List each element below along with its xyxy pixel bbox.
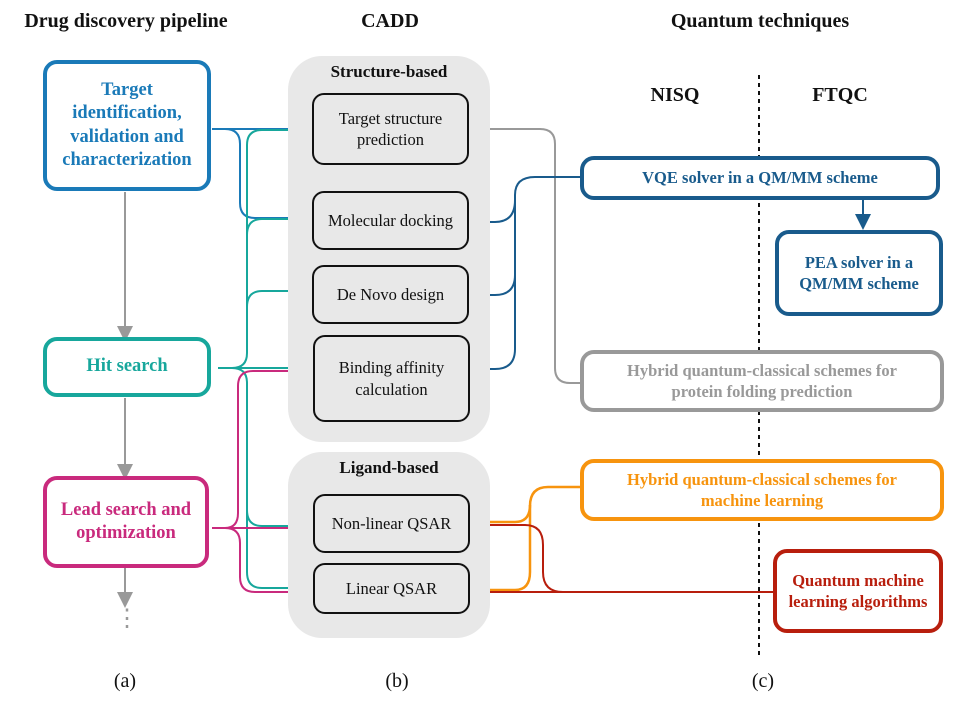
caption-b: (b) [385,670,409,692]
wire-orange [469,485,580,592]
nisq-heading: NISQ [650,84,700,106]
cadd-item-linear-qsar: Linear QSAR [313,563,470,614]
cadd-item-de-novo: De Novo design [312,265,469,324]
caption-c: (c) [751,670,775,692]
quantum-heading: Quantum techniques [670,10,850,32]
quantum-pea: PEA solver in a QM/MM scheme [775,230,943,316]
cadd-item-binding-affinity: Binding affinity calculation [313,335,470,422]
quantum-protein-folding: Hybrid quantum-classical schemes for pro… [580,350,944,412]
quantum-qml: Quantum machine learning algorithms [773,549,943,633]
quantum-hybrid-ml: Hybrid quantum-classical schemes for mac… [580,459,944,521]
wire-hit [218,129,312,589]
cadd-item-nonlinear-qsar: Non-linear QSAR [313,494,470,553]
pipeline-continuation-icon: ⋮ [115,606,139,632]
pipeline-step-hit-search: Hit search [43,337,211,397]
quantum-vqe: VQE solver in a QM/MM scheme [580,156,940,200]
pipeline-step-lead-search: Lead search and optimization [43,476,209,568]
caption-a: (a) [113,670,137,692]
wire-vqe [468,176,582,370]
cadd-item-molecular-docking: Molecular docking [312,191,469,250]
structure-based-title: Structure-based [330,62,448,81]
pipeline-step-target: Target identification, validation and ch… [43,60,211,191]
pipeline-heading: Drug discovery pipeline [24,10,228,32]
cadd-item-target-structure: Target structure prediction [312,93,469,165]
wire-red [469,524,776,593]
ftqc-heading: FTQC [812,84,868,106]
ligand-based-title: Ligand-based [339,458,439,477]
cadd-heading: CADD [361,10,419,32]
wire-structure-folding [470,128,580,384]
